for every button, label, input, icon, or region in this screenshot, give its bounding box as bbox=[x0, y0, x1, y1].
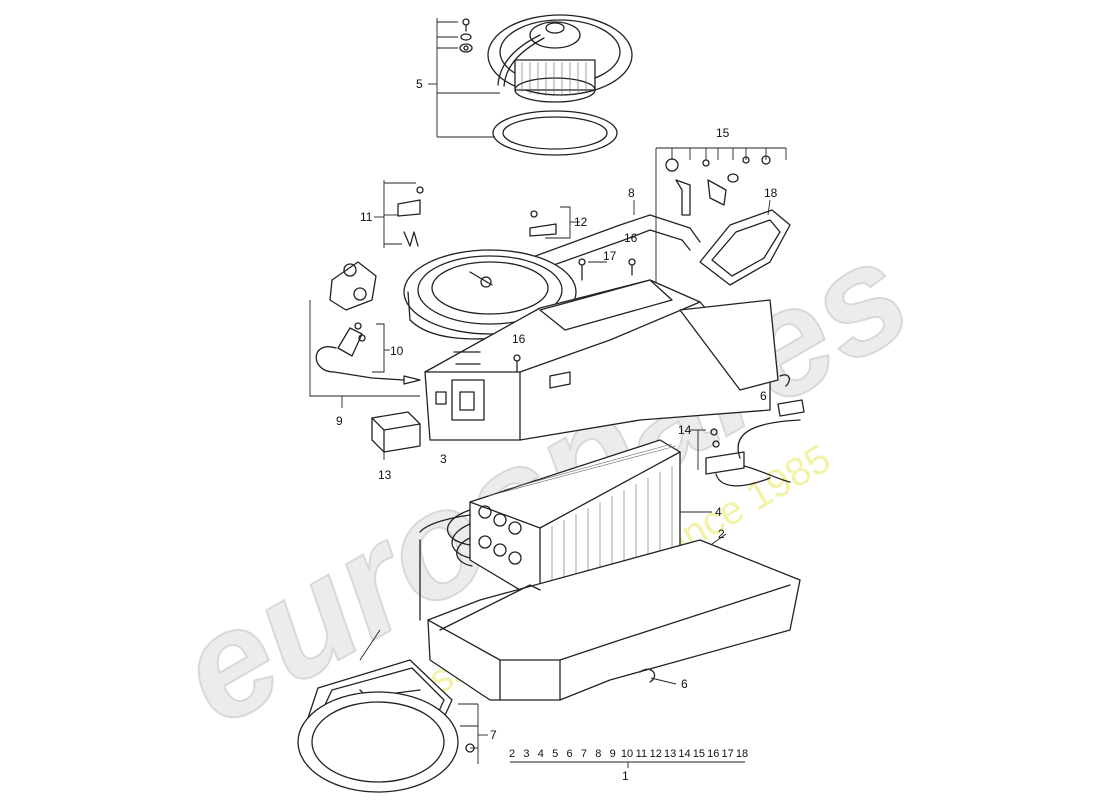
callout-9: 9 bbox=[336, 414, 343, 428]
legend-number: 8 bbox=[595, 748, 601, 760]
legend-number: 15 bbox=[693, 748, 705, 760]
legend-number: 3 bbox=[523, 748, 529, 760]
legend-number: 9 bbox=[610, 748, 616, 760]
evaporator-tubes bbox=[446, 505, 522, 567]
legend-number: 11 bbox=[636, 748, 647, 760]
clip-bracket bbox=[529, 206, 580, 239]
legend-number: 2 bbox=[509, 748, 515, 760]
legend-number: 5 bbox=[552, 748, 558, 760]
expansion-valve bbox=[309, 261, 421, 408]
callout-10: 10 bbox=[390, 344, 404, 358]
callout-18: 18 bbox=[764, 186, 778, 200]
callout-7: 7 bbox=[490, 728, 497, 742]
callout-16-a: 16 bbox=[624, 231, 638, 245]
hardware-set bbox=[655, 147, 787, 290]
housing-screws bbox=[513, 258, 636, 373]
filter-pad bbox=[371, 411, 421, 460]
legend-number: 6 bbox=[566, 748, 572, 760]
inlet-grille bbox=[297, 629, 488, 793]
callout-14: 14 bbox=[678, 423, 692, 437]
duct-band bbox=[699, 199, 791, 286]
wiring-harness bbox=[690, 374, 805, 487]
callout-8: 8 bbox=[628, 186, 635, 200]
legend-number: 7 bbox=[581, 748, 587, 760]
legend-number: 10 bbox=[621, 748, 633, 760]
callout-16-b: 16 bbox=[512, 332, 526, 346]
legend-number: 18 bbox=[736, 748, 748, 760]
blower-motor-assembly bbox=[428, 14, 633, 156]
legend-number: 14 bbox=[678, 748, 690, 760]
upper-housing bbox=[424, 279, 779, 441]
legend-number: 13 bbox=[664, 748, 676, 760]
callout-17: 17 bbox=[603, 249, 617, 263]
callout-2: 2 bbox=[718, 527, 725, 541]
legend-total-callout: 1 bbox=[622, 769, 629, 783]
lower-housing bbox=[419, 514, 801, 701]
callouts: 5 15 8 18 11 12 16 17 16 10 6 9 14 3 13 … bbox=[336, 77, 778, 742]
callout-11: 11 bbox=[360, 210, 373, 224]
legend-number: 12 bbox=[650, 748, 662, 760]
callout-15: 15 bbox=[716, 126, 730, 140]
callout-6-a: 6 bbox=[760, 389, 767, 403]
callout-6-b: 6 bbox=[681, 677, 688, 691]
legend-number: 17 bbox=[722, 748, 734, 760]
callout-4: 4 bbox=[715, 505, 722, 519]
callout-5: 5 bbox=[416, 77, 423, 91]
sensor-bracket bbox=[374, 180, 424, 248]
legend-number: 4 bbox=[538, 748, 544, 760]
callout-13: 13 bbox=[378, 468, 392, 482]
legend-number: 16 bbox=[707, 748, 719, 760]
callout-12: 12 bbox=[574, 215, 588, 229]
callout-3: 3 bbox=[440, 452, 447, 466]
